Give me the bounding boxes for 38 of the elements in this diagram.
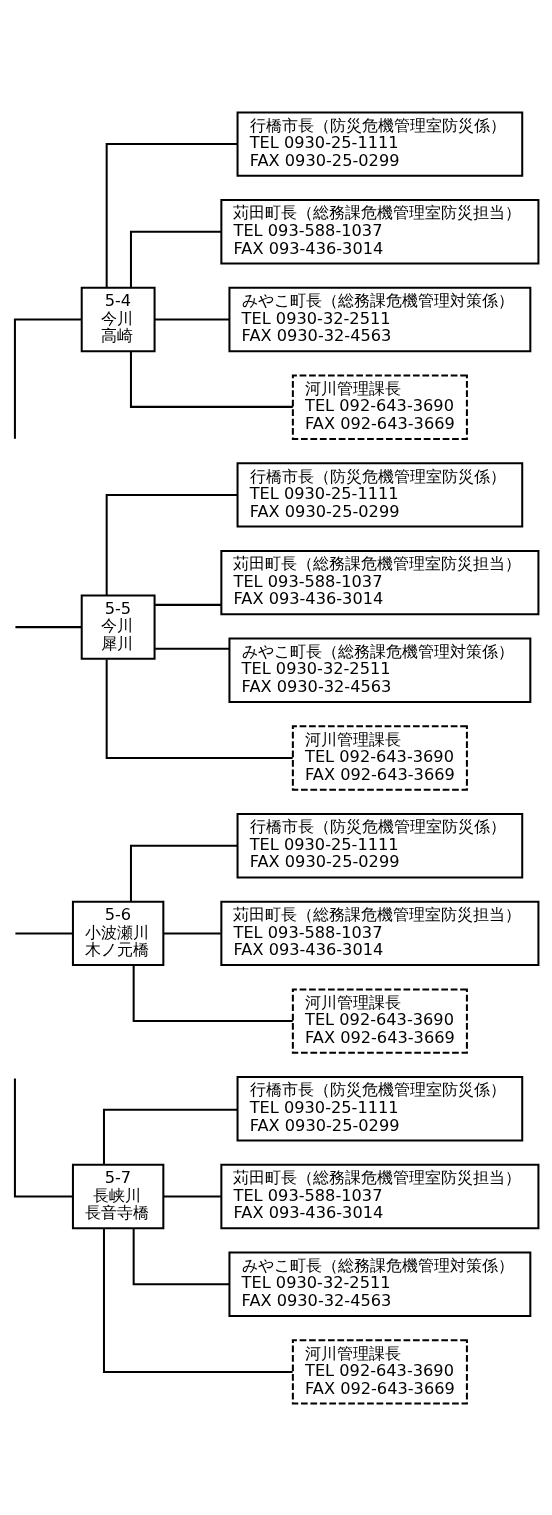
- node-box: みやこ町長（総務課危機管理対策係） TEL 0930-32-2511 FAX 0930-32-4563: [228, 286, 532, 352]
- connector: [105, 659, 293, 759]
- connector: [105, 493, 238, 595]
- node-box: 行橋市長（防災危機管理室防災係） TEL 0930-25-1111 FAX 0930-25-0299: [236, 1075, 524, 1141]
- connector: [105, 142, 238, 288]
- node-box: 行橋市長（防災危機管理室防災係） TEL 0930-25-1111 FAX 0930-25-0299: [236, 812, 524, 878]
- node-box: 河川管理課長 TEL 092-643-3690 FAX 092-643-3669: [291, 987, 468, 1054]
- node-box: みやこ町長（総務課危機管理対策係） TEL 0930-32-2511 FAX 0930-32-4563: [228, 637, 532, 703]
- node-box: 苅田町長（総務課危機管理室防災担当） TEL 093-588-1037 FAX 093-436-3014: [220, 549, 540, 615]
- node-box: 苅田町長（総務課危機管理室防災担当） TEL 093-588-1037 FAX 093-436-3014: [220, 1163, 540, 1229]
- node-box: 河川管理課長 TEL 092-643-3690 FAX 092-643-3669: [291, 374, 468, 440]
- connector: [13, 1078, 73, 1197]
- node-box: 河川管理課長 TEL 092-643-3690 FAX 092-643-3669: [291, 1338, 468, 1405]
- connector: [155, 318, 230, 320]
- connector: [155, 647, 230, 650]
- node-box: 5-4 今川 高崎: [80, 286, 156, 352]
- node-box: 苅田町長（総務課危機管理室防災担当） TEL 093-588-1037 FAX 093-436-3014: [220, 198, 540, 264]
- node-box: みやこ町長（総務課危機管理対策係） TEL 0930-32-2511 FAX 0930-32-4563: [228, 1251, 532, 1317]
- connector: [15, 931, 73, 934]
- node-box: 行橋市長（防災危機管理室防災係） TEL 0930-25-1111 FAX 0930-25-0299: [236, 461, 524, 528]
- connector: [15, 625, 82, 628]
- connector: [129, 844, 238, 901]
- node-box: 5-7 長峡川 長音寺橋: [71, 1163, 165, 1229]
- node-box: 行橋市長（防災危機管理室防災係） TEL 0930-25-1111 FAX 0930-25-0299: [236, 110, 524, 177]
- node-box: 苅田町長（総務課危機管理室防災担当） TEL 093-588-1037 FAX 093-436-3014: [220, 900, 540, 966]
- connector: [132, 965, 293, 1022]
- connector: [163, 1195, 221, 1197]
- connector: [129, 351, 293, 408]
- node-box: 5-5 今川 犀川: [80, 593, 156, 660]
- connector: [155, 603, 222, 606]
- connector: [102, 1108, 238, 1165]
- connector: [13, 318, 82, 439]
- connector: [132, 1228, 230, 1285]
- node-box: 河川管理課長 TEL 092-643-3690 FAX 092-643-3669: [291, 724, 468, 791]
- node-box: 5-6 小波瀬川 木ノ元橋: [71, 900, 165, 966]
- connector: [129, 230, 222, 287]
- connector: [102, 1227, 293, 1373]
- connector: [163, 931, 221, 934]
